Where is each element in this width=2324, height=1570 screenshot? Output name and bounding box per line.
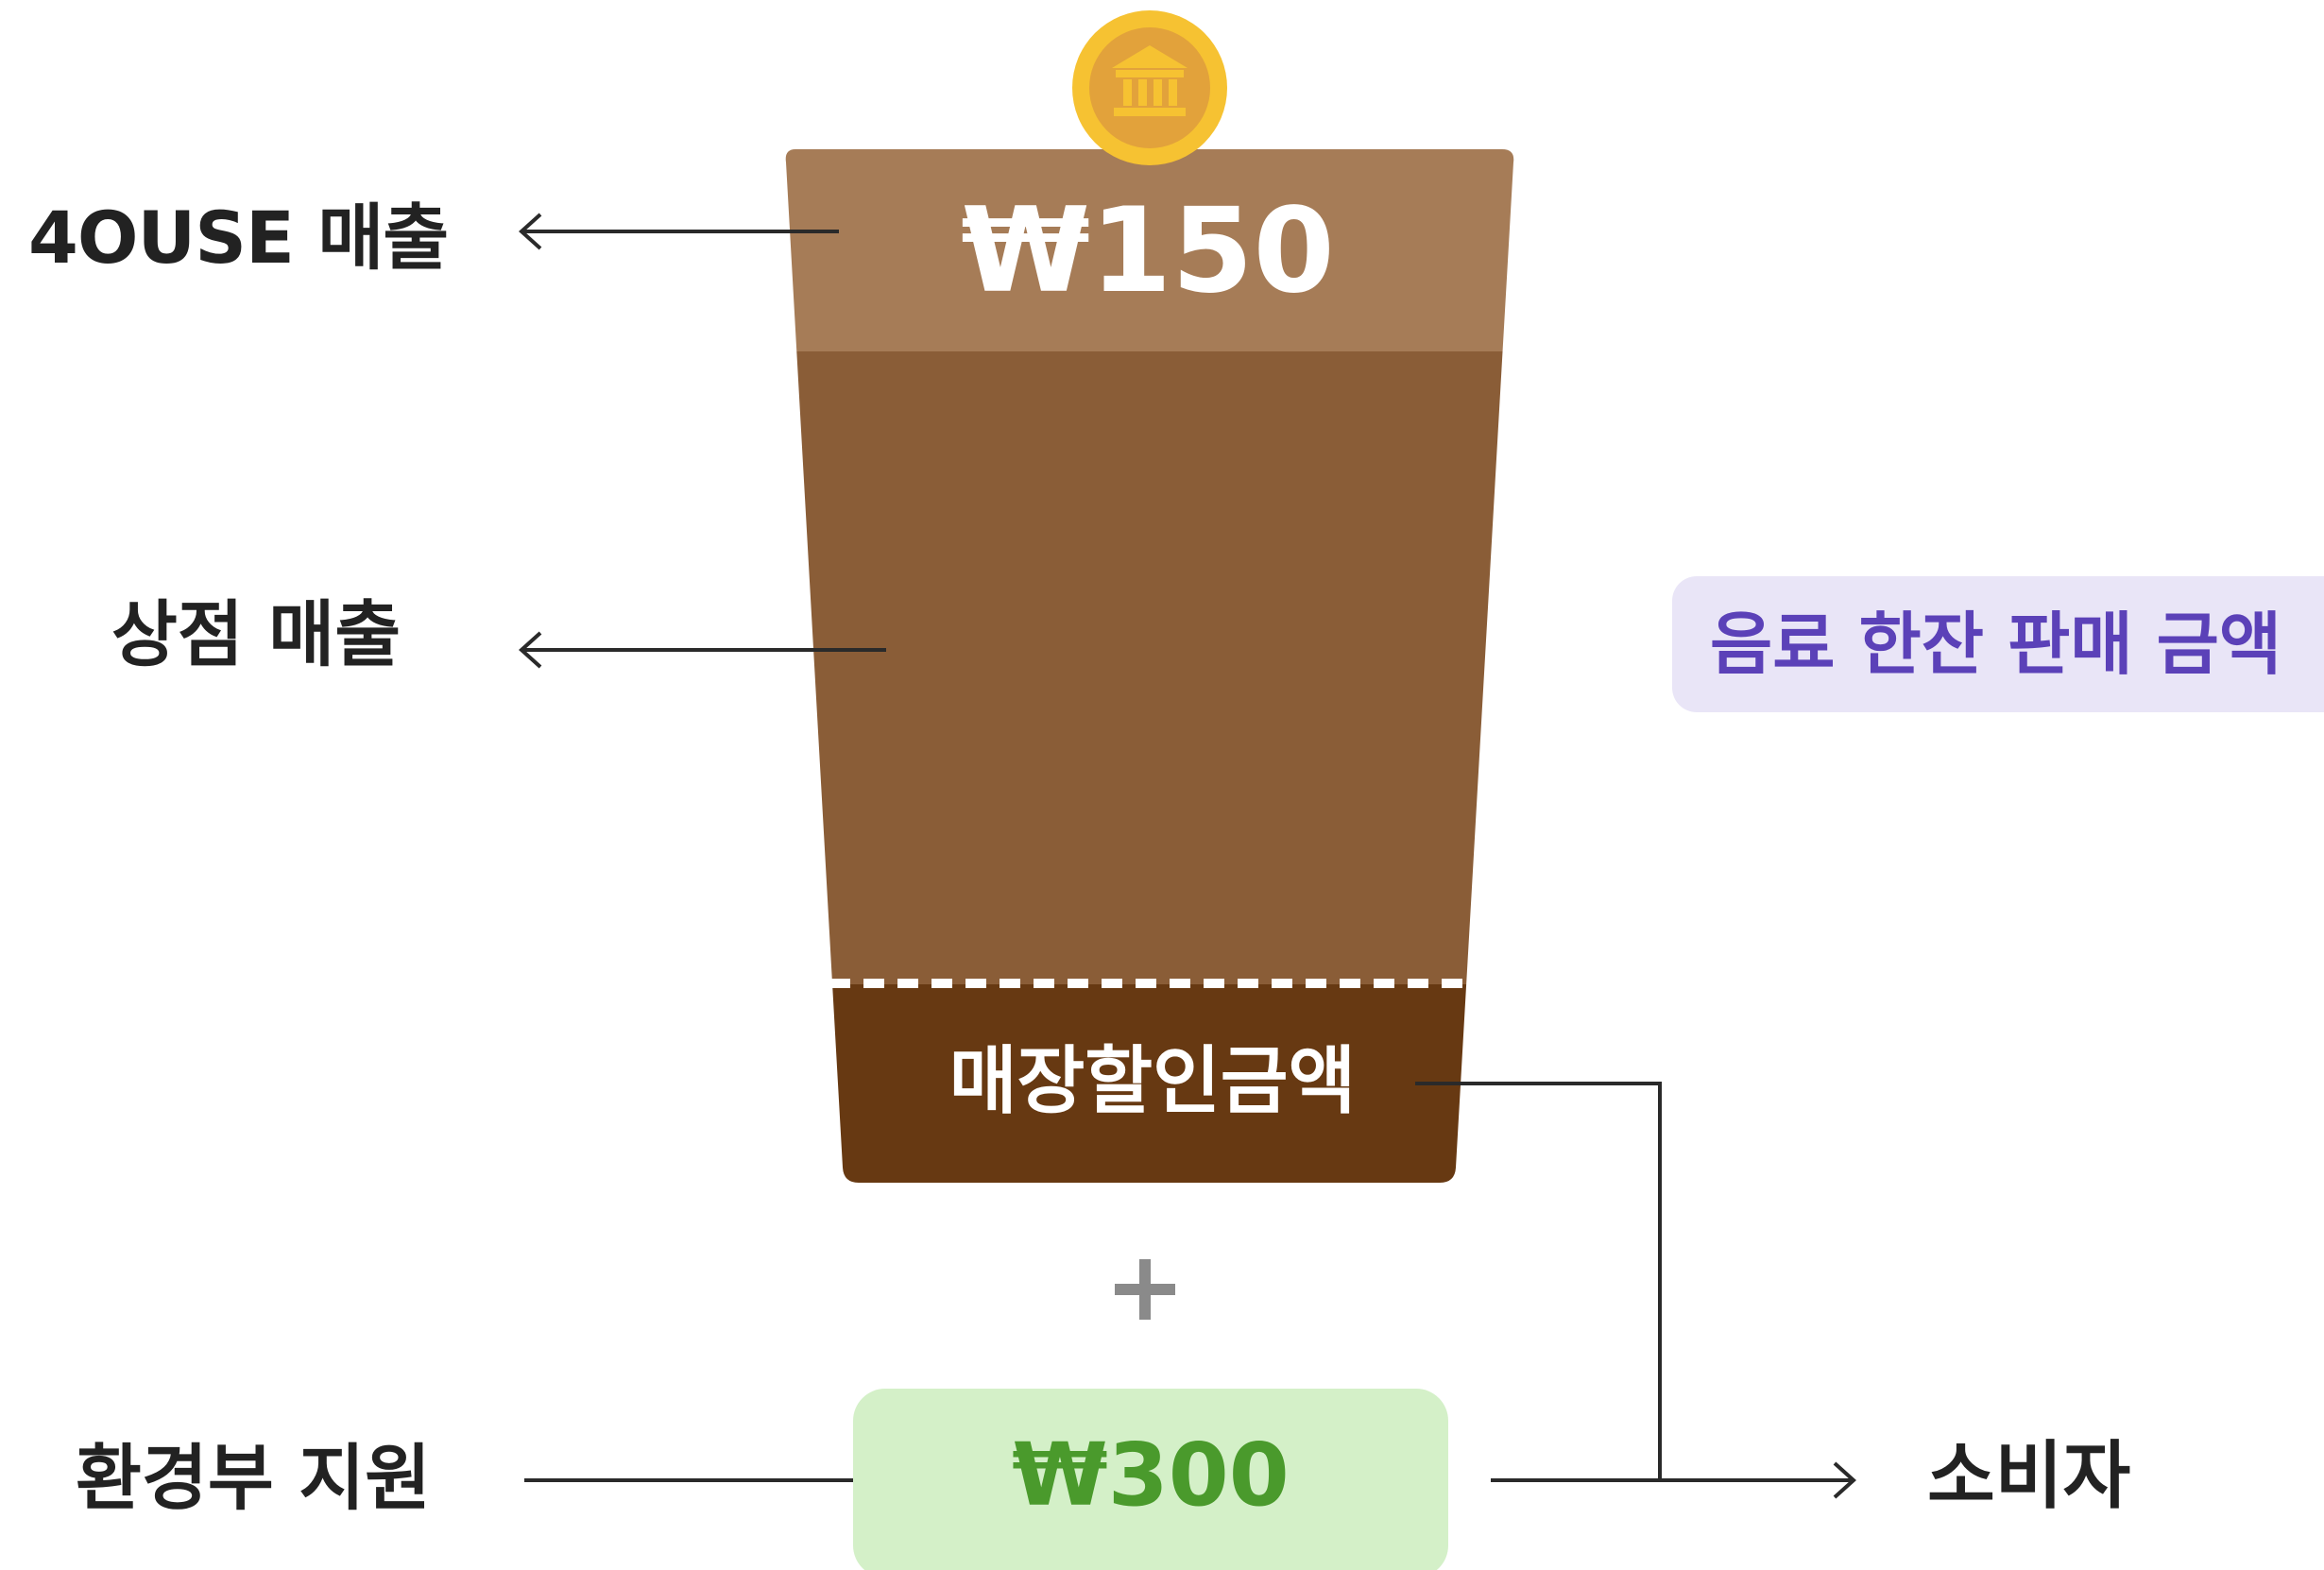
connector-to-consumer — [1415, 1082, 1856, 1499]
gov-support-label: 환경부 지원 — [76, 1436, 432, 1520]
arrow-from-gov — [524, 1461, 889, 1499]
cup-bottom-band — [785, 984, 1514, 1183]
arrow-to-4ouse — [519, 213, 839, 250]
cup — [785, 149, 1514, 1183]
store-discount-label: 매장할인금액 — [948, 1039, 1357, 1124]
cup-top-band — [785, 149, 1514, 351]
store-revenue-label: 상점 매출 — [111, 592, 402, 676]
bank-coin-icon — [1072, 10, 1227, 165]
cup-top-value: ₩150 — [961, 183, 1335, 319]
drink-price-badge: 음료 한잔 판매 금액 — [1672, 576, 2324, 712]
consumer-label: 소비자 — [1927, 1434, 2131, 1519]
support-amount-value: ₩300 — [1012, 1425, 1290, 1526]
support-amount-box: ₩300 — [853, 1389, 1448, 1570]
plus-icon — [1115, 1256, 1181, 1323]
drink-price-badge-text: 음료 한잔 판매 금액 — [1710, 605, 2282, 684]
cup-middle-band — [785, 351, 1514, 984]
arrow-to-store — [519, 631, 886, 669]
ouse-revenue-label: 4OUSE 매출 — [28, 196, 449, 280]
